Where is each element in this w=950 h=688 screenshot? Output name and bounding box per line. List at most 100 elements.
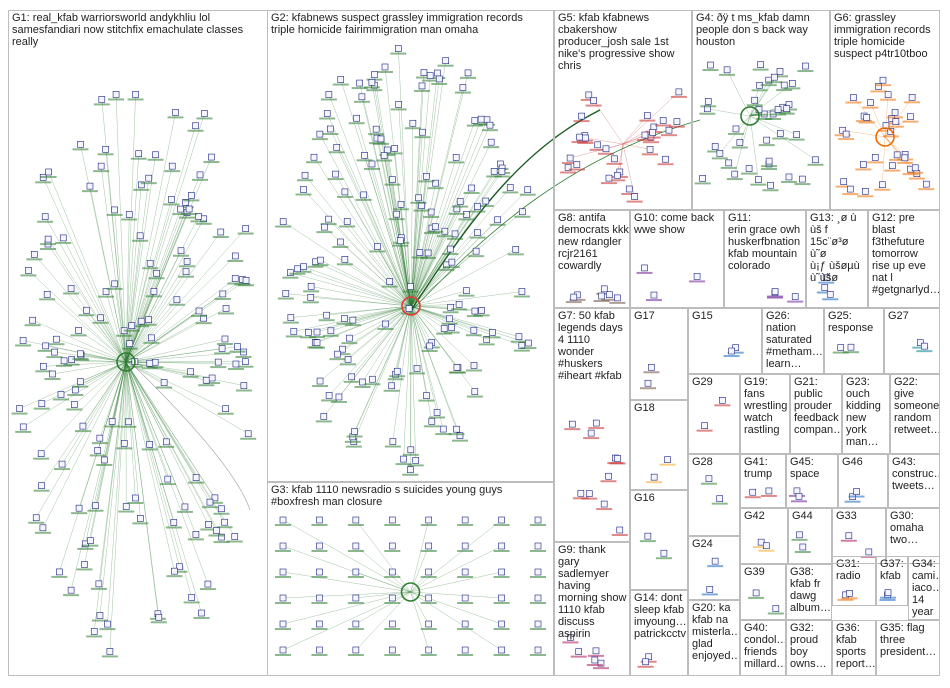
node-label-mark xyxy=(39,248,56,251)
node-icon xyxy=(413,365,421,372)
node-icon xyxy=(374,243,381,250)
node-label-mark xyxy=(206,501,223,504)
node-label-mark xyxy=(384,602,401,604)
node-label-mark xyxy=(711,157,728,160)
node-icon xyxy=(448,324,455,331)
node-label-mark xyxy=(838,138,855,141)
node-label-mark xyxy=(593,300,610,303)
node-icon xyxy=(875,83,882,90)
node-icon xyxy=(673,118,681,125)
node-icon xyxy=(432,179,439,187)
node-icon xyxy=(879,76,887,84)
node-icon xyxy=(515,333,523,340)
node-icon xyxy=(29,316,36,324)
node-label-mark xyxy=(295,270,312,273)
node-icon xyxy=(132,494,139,502)
edge xyxy=(107,361,127,625)
node-icon xyxy=(358,93,366,101)
node-label-mark xyxy=(191,314,208,317)
node-label-mark xyxy=(192,178,209,181)
node-icon xyxy=(839,126,846,134)
node-icon xyxy=(425,594,433,602)
node-icon xyxy=(665,126,673,134)
node-icon xyxy=(321,223,328,231)
node-icon xyxy=(90,628,98,635)
node-icon xyxy=(240,382,248,389)
node-icon xyxy=(51,348,58,356)
node-label-mark xyxy=(300,336,317,339)
node-icon xyxy=(719,397,726,404)
node-label-mark xyxy=(484,336,501,339)
node-icon xyxy=(98,96,106,103)
node-icon xyxy=(471,117,479,124)
node-icon xyxy=(310,153,318,161)
node-icon xyxy=(95,580,103,588)
node-icon xyxy=(534,542,542,550)
node-label-mark xyxy=(28,521,45,524)
node-icon xyxy=(772,605,780,612)
node-icon xyxy=(195,307,203,315)
node-label-mark xyxy=(758,549,775,552)
node-label-mark xyxy=(332,83,349,86)
node-icon xyxy=(433,409,441,416)
node-label-mark xyxy=(321,399,338,402)
node-label-mark xyxy=(307,265,324,268)
edge xyxy=(42,361,127,528)
node-label-mark xyxy=(420,628,437,630)
node-label-mark xyxy=(904,101,921,104)
node-icon xyxy=(416,249,424,256)
node-icon xyxy=(164,475,172,483)
node-label-mark xyxy=(89,454,106,457)
node-icon xyxy=(335,393,343,401)
node-icon xyxy=(181,503,189,511)
node-label-mark xyxy=(33,407,50,410)
node-label-mark xyxy=(778,112,795,115)
edge xyxy=(48,171,127,363)
node-label-mark xyxy=(183,199,200,202)
node-icon xyxy=(111,280,119,288)
node-icon xyxy=(587,429,595,437)
node-icon xyxy=(847,343,855,351)
node-label-mark xyxy=(560,171,577,174)
node-label-mark xyxy=(727,351,744,354)
edge xyxy=(23,340,127,363)
node-label-mark xyxy=(837,598,854,601)
node-label-mark xyxy=(788,138,805,141)
node-label-mark xyxy=(411,256,428,259)
node-label-mark xyxy=(190,220,207,223)
node-icon xyxy=(566,154,574,162)
node-label-mark xyxy=(420,524,437,526)
node-label-mark xyxy=(214,352,231,355)
edge xyxy=(47,294,127,363)
edge xyxy=(347,305,412,360)
node-icon xyxy=(456,432,464,439)
node-icon xyxy=(423,392,430,399)
edge xyxy=(392,305,412,442)
edge xyxy=(410,305,476,392)
node-icon xyxy=(150,288,158,295)
edge xyxy=(319,134,412,307)
edge xyxy=(410,211,432,307)
node-icon xyxy=(424,249,432,257)
node-icon xyxy=(749,488,757,496)
node-icon xyxy=(731,170,739,178)
edge xyxy=(374,85,412,307)
node-icon xyxy=(44,235,52,243)
node-icon xyxy=(577,489,585,497)
node-icon xyxy=(96,612,104,619)
edge xyxy=(308,305,412,333)
node-icon xyxy=(32,514,40,522)
node-label-mark xyxy=(758,144,775,147)
node-label-mark xyxy=(390,108,407,111)
node-label-mark xyxy=(35,370,52,373)
edge xyxy=(340,241,412,307)
edge xyxy=(396,305,412,372)
node-label-mark xyxy=(473,123,490,126)
node-icon xyxy=(316,377,324,385)
edge xyxy=(125,310,200,363)
node-label-mark xyxy=(513,349,530,352)
node-icon xyxy=(487,138,495,146)
node-icon xyxy=(525,339,532,347)
node-icon xyxy=(372,125,380,133)
node-icon xyxy=(242,276,250,284)
